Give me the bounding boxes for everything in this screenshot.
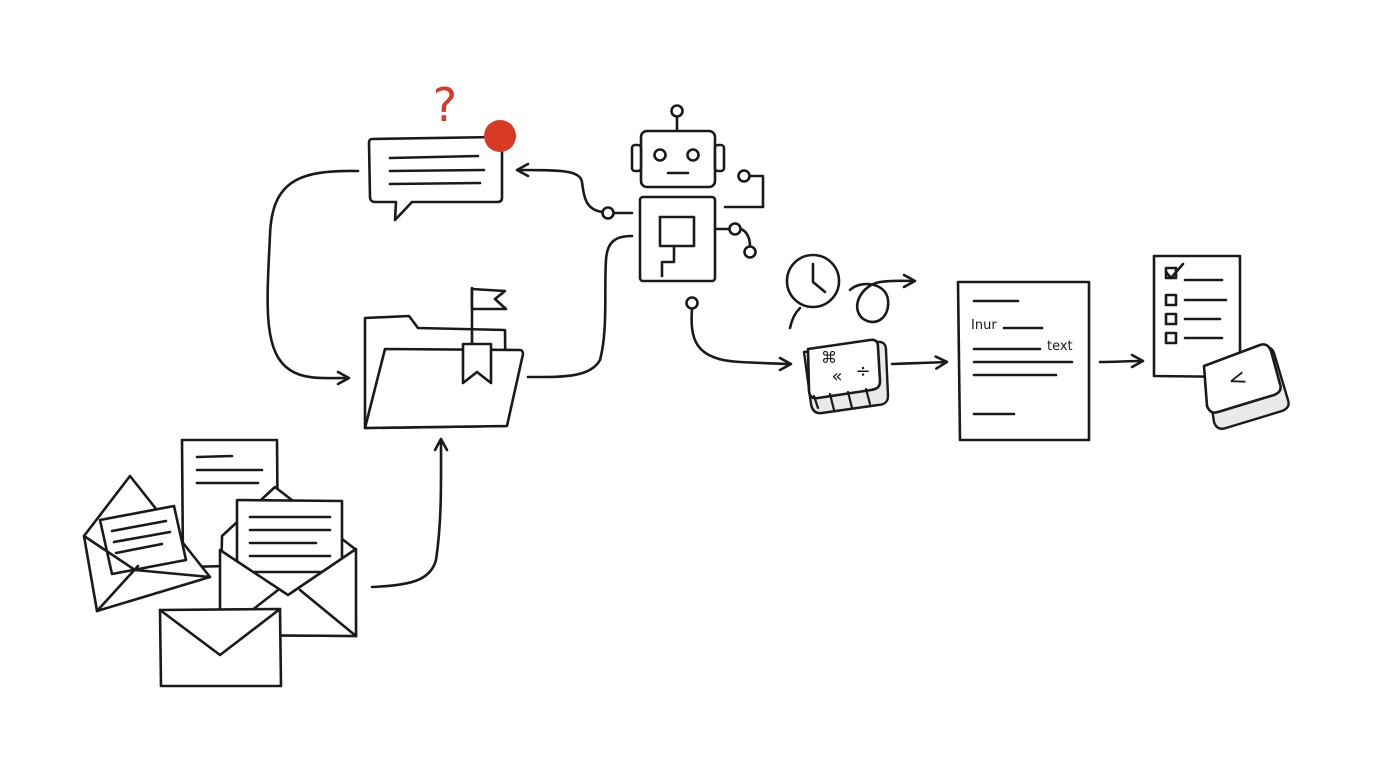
notification-dot-icon <box>484 120 516 152</box>
connector-key-to-document <box>890 355 949 370</box>
question-mark-icon: ? <box>433 78 457 132</box>
connector-document-to-checklist <box>1098 353 1145 369</box>
keyboard-key-icon: ⌘ « ÷ <box>802 338 890 415</box>
flag-icon <box>470 286 508 348</box>
envelope-icon <box>82 474 212 613</box>
divide-glyph: ÷ <box>855 361 870 382</box>
envelope-icon <box>158 607 283 688</box>
chat-bubble: ? <box>367 78 516 222</box>
robot-icon <box>630 104 765 283</box>
connector-clock-loop <box>788 273 917 330</box>
folder-icon <box>363 286 525 430</box>
text-document: Inur text <box>956 280 1091 442</box>
bookmark-icon <box>461 342 493 385</box>
return-key-icon: < <box>1202 343 1290 430</box>
envelope-stack <box>82 438 358 688</box>
rewind-glyph: « <box>831 366 842 387</box>
connector-robot-to-key <box>685 296 793 372</box>
document-field-text: text <box>1047 339 1073 354</box>
clock-icon <box>785 253 841 309</box>
connector-bubble-to-folder <box>266 169 360 386</box>
connector-folder-to-robot <box>526 234 634 379</box>
connector-envelopes-to-folder <box>370 437 449 589</box>
checklist-icon <box>1152 254 1242 379</box>
document-field-label: Inur <box>971 318 997 333</box>
connector-robot-to-bubble <box>515 162 634 220</box>
command-glyph: ⌘ <box>821 348 837 367</box>
